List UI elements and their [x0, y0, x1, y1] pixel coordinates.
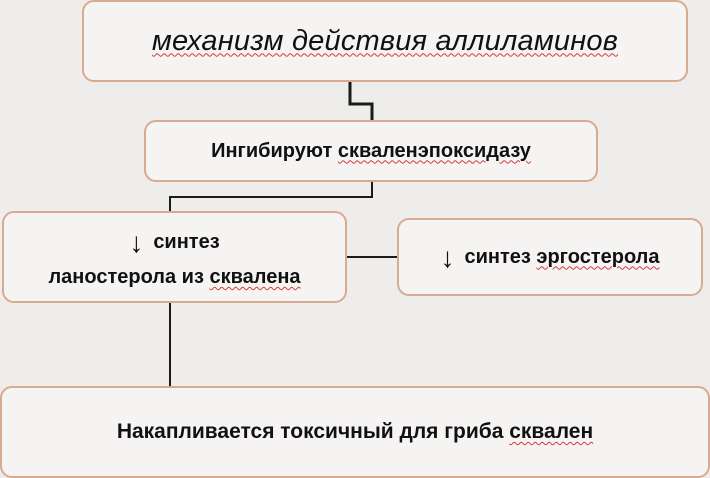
- ergosterol-word: эргостерола: [536, 245, 660, 268]
- lanosterol-line-1-text: синтез: [153, 231, 220, 253]
- inhibitor-box: Ингибируют скваленэпоксидазу: [144, 120, 598, 182]
- lanosterol-squalene-word: сквалена: [209, 265, 301, 288]
- title-text: механизм действия аллиламинов: [151, 24, 619, 57]
- down-arrow-icon: ↓: [129, 227, 144, 259]
- ergosterol-synthesis-box: ↓ синтез эргостерола: [397, 218, 703, 296]
- connector-inhibitor-to-lanosterol: [169, 182, 373, 211]
- squalene-text-main: Накапливается токсичный для гриба: [116, 420, 510, 443]
- lanosterol-synthesis-box: ↓ синтез ланостерола из сквалена: [2, 211, 347, 303]
- ergosterol-line: ↓ синтез эргостерола: [440, 241, 659, 273]
- inhibitor-enzyme: скваленэпоксидазу: [337, 139, 531, 162]
- inhibitor-verb: Ингибируют: [211, 139, 338, 162]
- lanosterol-line-2-text: ланостерола из: [48, 265, 210, 288]
- title-box: механизм действия аллиламинов: [82, 0, 688, 82]
- lanosterol-line-1: ↓ синтез: [129, 222, 219, 263]
- lanosterol-line-2: ланостерола из сквалена: [48, 263, 300, 292]
- connector-title-to-inhibitor: [348, 82, 374, 120]
- squalene-accumulation-box: Накапливается токсичный для гриба сквале…: [0, 386, 710, 478]
- squalene-text: Накапливается токсичный для гриба сквале…: [117, 420, 593, 444]
- down-arrow-icon: ↓: [440, 242, 455, 273]
- squalene-word: сквален: [509, 420, 594, 443]
- inhibitor-text: Ингибируют скваленэпоксидазу: [211, 140, 531, 163]
- ergosterol-text: синтез: [464, 245, 537, 268]
